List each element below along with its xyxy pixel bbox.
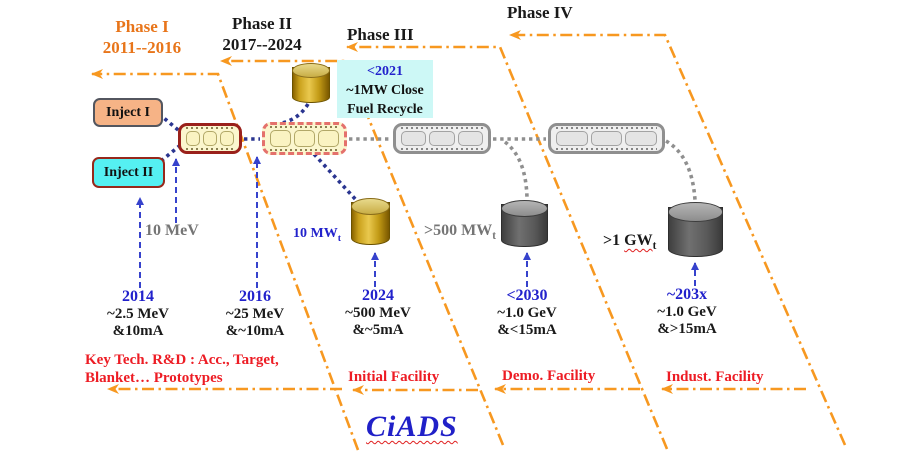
phase2-label: Phase II [232, 14, 292, 33]
key-tech-line2: Blanket… Prototypes [85, 370, 223, 386]
cylinder-lid [292, 63, 330, 78]
phase4-divider-arrow [509, 30, 847, 446]
accelerator-cell [457, 131, 483, 146]
milestone-spec: &~10mA [225, 323, 285, 339]
cylinder-lid [351, 198, 390, 216]
indust-reactor-cylinder [668, 202, 723, 257]
inject1-label: Inject I [106, 104, 150, 120]
accelerator-cell [401, 131, 427, 146]
milestone-2024: 2024 ~500 MeV &~5mA [332, 286, 424, 339]
phase1-title: Phase I 2011--2016 [90, 16, 194, 58]
link-acc3-demo-target [503, 140, 529, 199]
milestone-year: 2024 [362, 287, 394, 304]
accelerator-module-4 [548, 123, 665, 154]
phase2-title: Phase II 2017--2024 [211, 13, 313, 55]
milestone-spec: ~2.5 MeV [107, 306, 169, 322]
phase4-title: Phase IV [507, 3, 573, 22]
inject2-box: Inject II [92, 157, 165, 188]
accelerator-cell [556, 131, 588, 146]
label-1gwt: >1 GWt [603, 232, 657, 253]
milestone-spec: &10mA [112, 323, 164, 339]
milestone-arrows [136, 156, 699, 288]
milestone-year: 2016 [239, 288, 271, 305]
key-tech-line1: Key Tech. R&D : Acc., Target, [85, 352, 279, 368]
accelerator-module-1 [178, 123, 242, 154]
milestone-2016: 2016 ~25 MeV &~10mA [209, 287, 301, 340]
accelerator-cell [186, 131, 200, 146]
link-inject1-acc1 [157, 112, 185, 136]
milestone-year: <2030 [506, 287, 548, 304]
info-box-line1: ~1MW Close [346, 83, 424, 98]
phase1-label: Phase I [115, 17, 169, 36]
phase1-years: 2011--2016 [102, 38, 182, 57]
accelerator-cell [429, 131, 455, 146]
accelerator-cell [270, 130, 291, 147]
accelerator-cell [318, 130, 339, 147]
key-tech-note: Key Tech. R&D : Acc., Target, Blanket… P… [85, 351, 279, 387]
phase2-years: 2017--2024 [222, 35, 302, 54]
accelerator-cell [294, 130, 315, 147]
milestone-spec: &<15mA [497, 322, 557, 338]
accelerator-cell [625, 131, 658, 146]
milestone-spec: &>15mA [657, 321, 717, 337]
phase2-divider-arrow [220, 56, 505, 446]
milestone-203x: ~203x ~1.0 GeV &>15mA [641, 285, 733, 338]
label-10mev: 10 MeV [145, 222, 199, 239]
indust-facility-label: Indust. Facility [666, 369, 764, 385]
accelerator-module-3 [393, 123, 491, 154]
cylinder-lid [501, 200, 548, 218]
project-title-ciads: CiADS [366, 410, 458, 443]
initial-target-cylinder [351, 198, 390, 245]
milestone-year: 2014 [122, 288, 154, 305]
milestone-spec: ~1.0 GeV [497, 305, 557, 321]
info-box-year: <2021 [367, 64, 403, 79]
accelerator-module-2 [262, 122, 347, 155]
label-500mwt: >500 MWt [424, 222, 496, 243]
link-acc2-target [312, 152, 359, 203]
demo-reactor-cylinder [501, 200, 548, 247]
accelerator-cell [220, 131, 234, 146]
inject2-label: Inject II [103, 164, 154, 180]
milestone-spec: ~25 MeV [225, 306, 285, 322]
phase3-divider-arrow [346, 42, 669, 450]
milestone-spec: ~500 MeV [345, 305, 411, 321]
milestone-2014: 2014 ~2.5 MeV &10mA [92, 287, 184, 340]
demo-facility-label: Demo. Facility [502, 368, 596, 384]
milestone-spec: ~1.0 GeV [657, 304, 717, 320]
initial-facility-label: Initial Facility [348, 369, 440, 385]
link-acc4-indust-target [665, 139, 697, 201]
info-box-line2: Fuel Recycle [347, 102, 423, 117]
milestone-spec: &~5mA [352, 322, 404, 338]
milestone-year: ~203x [666, 286, 708, 303]
accelerator-cell [590, 131, 623, 146]
accelerator-cell [203, 131, 217, 146]
future-beamline-connectors [349, 137, 697, 201]
phase-divider-lines [91, 30, 847, 451]
phase1-divider-arrow [91, 69, 360, 451]
link-cylinder1-acc2 [281, 103, 310, 125]
label-10mwt: 10 MWt [293, 226, 341, 244]
milestone-2030: <2030 ~1.0 GeV &<15mA [481, 286, 573, 339]
cylinder-lid [668, 202, 723, 222]
inject1-box: Inject I [93, 98, 163, 127]
fuel-recycle-cylinder [292, 63, 330, 103]
fuel-recycle-info-box: <2021 ~1MW Close Fuel Recycle [337, 60, 433, 118]
phase3-title: Phase III [347, 25, 414, 44]
